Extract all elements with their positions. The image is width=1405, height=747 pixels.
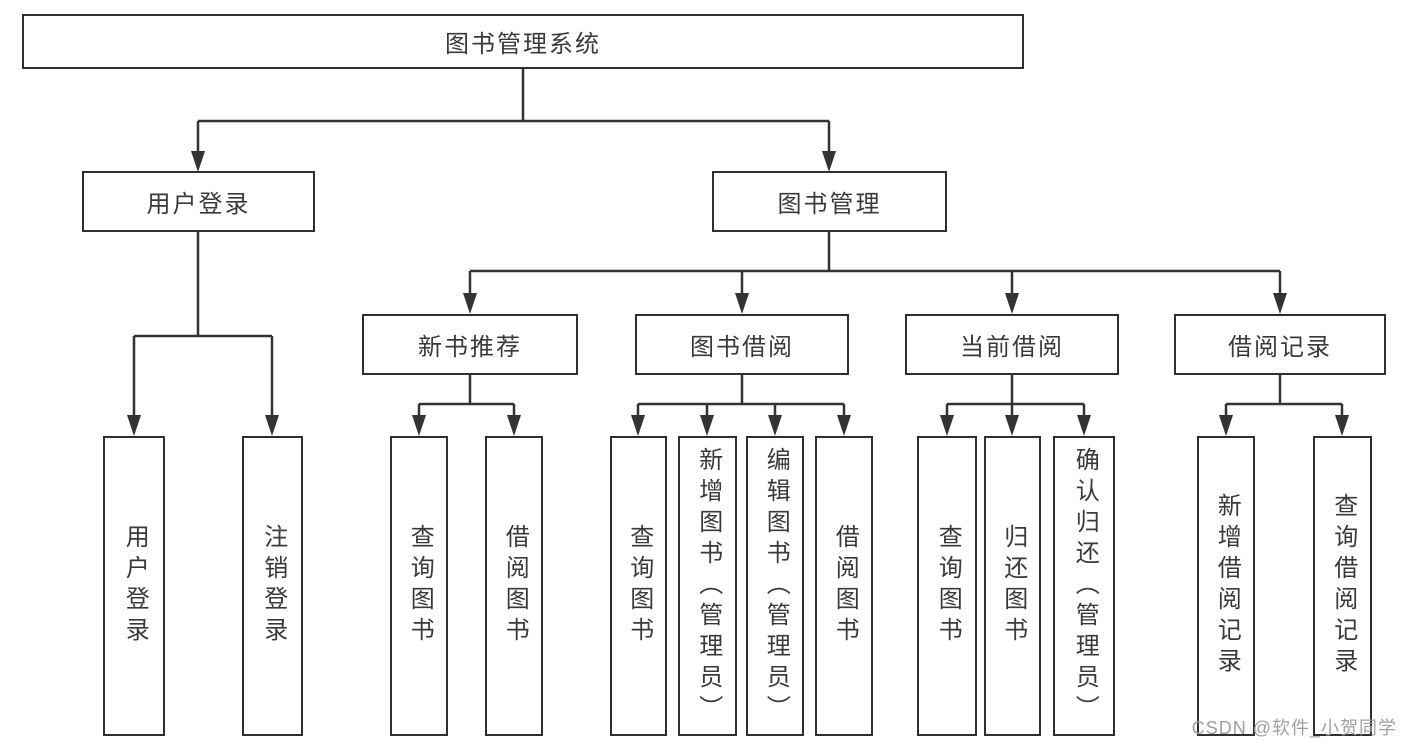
arrow-down-icon [127,415,141,436]
arrow-down-icon [700,415,714,436]
node-cb-query-books-label: 查询图书 [934,524,962,648]
arrow-down-icon [822,151,836,172]
node-book-borrow: 图书借阅 [635,314,849,375]
node-current-borrow: 当前借阅 [905,314,1119,375]
node-bb-borrow-books: 借阅图书 [815,436,873,736]
arrow-down-icon [1219,415,1233,436]
arrow-down-icon [507,415,521,436]
arrow-down-icon [1335,415,1349,436]
node-book-mgmt-label: 图书管理 [777,191,882,218]
node-book-borrow-label: 图书借阅 [690,334,794,361]
arrow-down-icon [265,415,279,436]
node-book-mgmt: 图书管理 [712,171,947,232]
node-logout-label: 注销登录 [259,524,287,648]
node-logout: 注销登录 [242,436,303,736]
node-new-book-rec-label: 新书推荐 [418,334,522,361]
arrow-down-icon [768,415,782,436]
arrow-down-icon [735,293,749,314]
node-login: 用户登录 [103,436,165,736]
node-br-add-record-label: 新增借阅记录 [1213,493,1241,679]
node-nbr-query-books-label: 查询图书 [406,524,434,648]
node-cb-return-books-label: 归还图书 [999,524,1027,648]
node-bb-borrow-books-label: 借阅图书 [831,524,859,648]
node-bb-query-books-label: 查询图书 [625,524,653,648]
node-login-label: 用户登录 [121,524,149,648]
arrowheads [127,151,1349,436]
arrow-down-icon [1005,293,1019,314]
node-nbr-borrow-books-label: 借阅图书 [501,524,529,648]
node-br-query-record-label: 查询借阅记录 [1329,493,1357,679]
node-user-login-label: 用户登录 [146,191,251,218]
arrow-down-icon [631,415,645,436]
node-bb-edit-books-admin-label: 编辑图书（管理员） [762,446,790,726]
arrow-down-icon [1005,415,1019,436]
node-nbr-borrow-books: 借阅图书 [485,436,543,736]
node-bb-add-books-admin-label: 新增图书（管理员） [694,446,722,726]
arrow-down-icon [463,293,477,314]
node-br-add-record: 新增借阅记录 [1197,436,1255,736]
node-root-label: 图书管理系统 [445,31,601,58]
node-cb-confirm-return-admin: 确认归还（管理员） [1053,436,1115,736]
arrow-down-icon [1077,415,1091,436]
arrow-down-icon [837,415,851,436]
node-user-login: 用户登录 [82,171,315,232]
arrow-down-icon [1273,293,1287,314]
node-br-query-record: 查询借阅记录 [1313,436,1372,736]
node-cb-return-books: 归还图书 [984,436,1041,736]
node-bb-add-books-admin: 新增图书（管理员） [678,436,737,736]
arrow-down-icon [412,415,426,436]
node-bb-query-books: 查询图书 [610,436,667,736]
node-new-book-rec: 新书推荐 [362,314,578,375]
arrow-down-icon [191,151,205,172]
node-cb-confirm-return-admin-label: 确认归还（管理员） [1071,446,1099,726]
node-nbr-query-books: 查询图书 [390,436,448,736]
connector-lines [132,69,1344,419]
node-root: 图书管理系统 [22,14,1024,69]
node-borrow-record: 借阅记录 [1174,314,1386,375]
node-borrow-record-label: 借阅记录 [1228,334,1332,361]
arrow-down-icon [940,415,954,436]
node-bb-edit-books-admin: 编辑图书（管理员） [746,436,804,736]
csdn-watermark: CSDN @软件_小贺同学 [1191,718,1397,738]
node-current-borrow-label: 当前借阅 [960,334,1064,361]
node-cb-query-books: 查询图书 [917,436,977,736]
